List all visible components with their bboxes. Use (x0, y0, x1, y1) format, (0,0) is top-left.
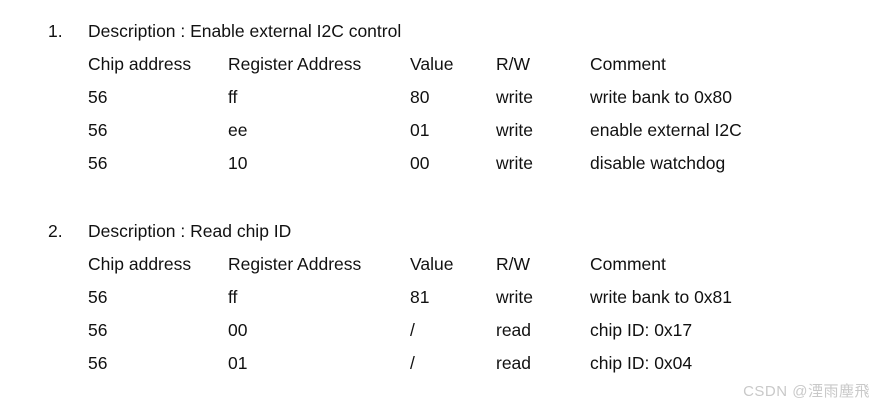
cell-rw: write (496, 153, 533, 173)
table-row: 56 00 / read chip ID: 0x17 (0, 317, 886, 350)
spec-section-2: 2. Description : Read chip ID Chip addre… (0, 218, 886, 383)
cell-comment: chip ID: 0x17 (590, 320, 693, 340)
cell-comment: enable external I2C (590, 120, 742, 140)
cell-value: / (410, 353, 415, 373)
cell-rw: read (496, 320, 532, 340)
cell-chip-address: 56 (88, 320, 108, 340)
cell-chip-address: 56 (88, 287, 108, 307)
cell-value: 01 (410, 120, 430, 140)
cell-register-address: 01 (228, 353, 248, 373)
column-header-value: Value (410, 54, 454, 74)
list-marker-2: 2. (48, 221, 63, 241)
table-header-row: Chip address Register Address Value R/W … (0, 251, 886, 284)
table-row: 56 ff 81 write write bank to 0x81 (0, 284, 886, 317)
table-header-row: Chip address Register Address Value R/W … (0, 51, 886, 84)
cell-register-address: ff (228, 287, 238, 307)
cell-register-address: ee (228, 120, 248, 140)
cell-chip-address: 56 (88, 153, 108, 173)
table-row: 56 ee 01 write enable external I2C (0, 117, 886, 150)
column-header-rw: R/W (496, 54, 531, 74)
column-header-chip-address: Chip address (88, 254, 192, 274)
cell-register-address: 10 (228, 153, 248, 173)
section-1-heading: 1. Description : Enable external I2C con… (0, 18, 886, 51)
register-table-2: Chip address Register Address Value R/W … (0, 251, 886, 383)
register-table-1: Chip address Register Address Value R/W … (0, 51, 886, 183)
csdn-watermark: CSDN @湮雨塵飛 (743, 383, 870, 400)
list-marker-1: 1. (48, 21, 63, 41)
column-header-chip-address: Chip address (88, 54, 192, 74)
section-1-title: Description : Enable external I2C contro… (88, 21, 402, 41)
column-header-rw: R/W (496, 254, 531, 274)
column-header-comment: Comment (590, 54, 666, 74)
table-row: 56 01 / read chip ID: 0x04 (0, 350, 886, 383)
cell-value: / (410, 320, 415, 340)
table-row: 56 10 00 write disable watchdog (0, 150, 886, 183)
cell-rw: write (496, 287, 533, 307)
column-header-value: Value (410, 254, 454, 274)
cell-comment: write bank to 0x80 (590, 87, 733, 107)
spec-section-1: 1. Description : Enable external I2C con… (0, 18, 886, 183)
cell-register-address: 00 (228, 320, 248, 340)
cell-comment: chip ID: 0x04 (590, 353, 693, 373)
cell-chip-address: 56 (88, 120, 108, 140)
cell-comment: write bank to 0x81 (590, 287, 733, 307)
table-row: 56 ff 80 write write bank to 0x80 (0, 84, 886, 117)
cell-chip-address: 56 (88, 87, 108, 107)
cell-value: 00 (410, 153, 430, 173)
column-header-register-address: Register Address (228, 254, 362, 274)
cell-value: 80 (410, 87, 430, 107)
cell-comment: disable watchdog (590, 153, 726, 173)
section-2-title: Description : Read chip ID (88, 221, 292, 241)
cell-rw: read (496, 353, 532, 373)
cell-chip-address: 56 (88, 353, 108, 373)
cell-rw: write (496, 120, 533, 140)
column-header-comment: Comment (590, 254, 666, 274)
section-2-heading: 2. Description : Read chip ID (0, 218, 886, 251)
column-header-register-address: Register Address (228, 54, 362, 74)
cell-register-address: ff (228, 87, 238, 107)
cell-rw: write (496, 87, 533, 107)
cell-value: 81 (410, 287, 430, 307)
